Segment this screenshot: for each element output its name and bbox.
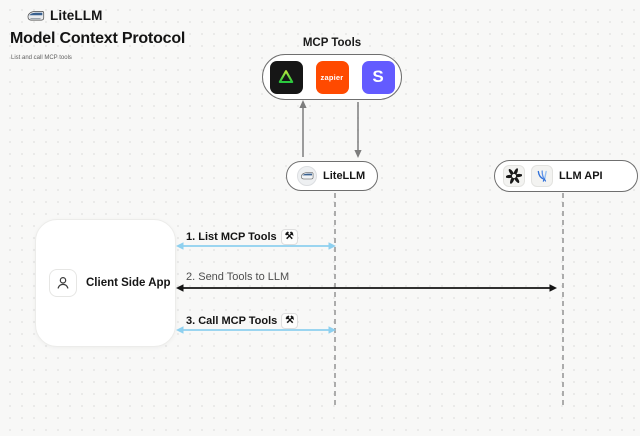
llm-api-node: LLM API xyxy=(494,160,638,192)
page-title: Model Context Protocol xyxy=(10,30,186,47)
arrow-up-litellm-to-mcp xyxy=(299,100,307,157)
llm-provider-icon xyxy=(531,165,553,187)
s-letter: S xyxy=(372,67,384,86)
page-subtitle: List and call MCP tools xyxy=(11,55,72,61)
mcp-tools-label: MCP Tools xyxy=(302,37,362,49)
zapier-icon: zapier xyxy=(315,60,349,94)
step-2-label: 2. Send Tools to LLM xyxy=(186,271,289,283)
person-icon xyxy=(49,269,77,297)
litellm-node-label: LiteLLM xyxy=(323,170,366,182)
litellm-train-icon xyxy=(297,166,317,186)
brand-name: LiteLLM xyxy=(50,8,103,23)
litellm-node: LiteLLM xyxy=(286,161,378,191)
tools-icon: ⚒ xyxy=(280,229,298,245)
arrow-step-2 xyxy=(176,284,557,292)
llm-api-node-label: LLM API xyxy=(559,170,603,182)
litellm-train-icon xyxy=(27,10,45,20)
step-3-text: 3. Call MCP Tools xyxy=(186,315,278,327)
green-triangle-tool-icon xyxy=(269,60,303,94)
client-side-app-node: Client Side App xyxy=(35,219,176,347)
s-tool-icon: S xyxy=(361,60,395,94)
client-side-app-label: Client Side App xyxy=(86,277,171,289)
step-3-label: 3. Call MCP Tools ⚒ xyxy=(186,313,299,329)
tools-icon: ⚒ xyxy=(281,313,299,329)
arrow-down-mcp-to-litellm xyxy=(354,102,362,158)
step-1-text: 1. List MCP Tools xyxy=(186,231,277,243)
zapier-wordmark: zapier xyxy=(320,72,344,82)
openai-icon xyxy=(503,165,525,187)
mcp-tools-node: zapier S xyxy=(262,54,402,100)
brand: LiteLLM xyxy=(26,8,102,23)
step-1-label: 1. List MCP Tools ⚒ xyxy=(186,229,298,245)
step-2-text: 2. Send Tools to LLM xyxy=(186,271,290,283)
